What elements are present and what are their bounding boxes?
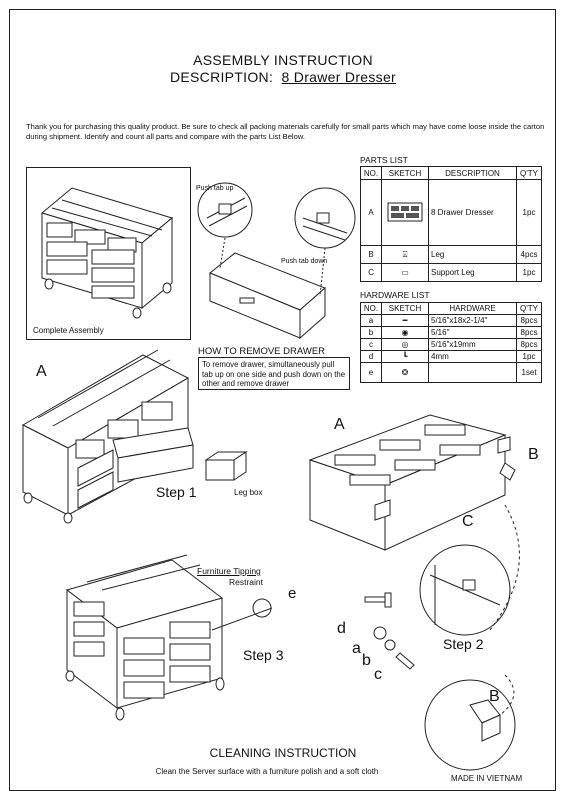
push-tab-down-label: Push tab down xyxy=(281,258,328,265)
parts-no: B xyxy=(360,245,382,264)
push-tab-up-label: Push tab up xyxy=(196,185,234,192)
hw-d-label: d xyxy=(337,620,346,637)
hw-a-label: a xyxy=(352,640,361,657)
complete-dresser-illustration xyxy=(40,187,174,319)
hardware-header-qty: Q'TY xyxy=(516,302,542,315)
step2-part-b2-label: B xyxy=(489,688,500,705)
hardware-qty: 1set xyxy=(516,362,542,383)
hardware-list-table: NO. SKETCH HARDWARE Q'TY a ━ 5/16"x18x2-… xyxy=(360,302,542,383)
hardware-header-sketch: SKETCH xyxy=(381,302,429,315)
parts-qty: 1pc xyxy=(516,263,542,282)
complete-assembly-caption: Complete Assembly xyxy=(33,326,104,335)
description-line: DESCRIPTION: 8 Drawer Dresser xyxy=(0,69,566,85)
step2-label: Step 2 xyxy=(443,636,484,652)
parts-description: 8 Drawer Dresser xyxy=(428,179,517,246)
step2-part-c-label: C xyxy=(462,513,474,530)
table-row: b ◉ 5/16" 8pcs xyxy=(360,326,542,339)
table-row: c ◎ 5/16"x19mm 8pcs xyxy=(360,338,542,351)
hw-e-label: e xyxy=(288,585,297,602)
table-row: A 8 Drawer Dresser 1pc xyxy=(360,179,542,246)
complete-assembly-box: Complete Assembly xyxy=(26,167,191,340)
dresser-sketch-icon xyxy=(381,179,429,246)
hardware-qty: 1pc xyxy=(516,350,542,363)
hardware-spec: 5/16" xyxy=(428,326,517,339)
cleaning-title: CLEANING INSTRUCTION xyxy=(209,746,357,760)
hardware-no: e xyxy=(360,362,382,383)
hardware-spec: 5/16"x18x2-1/4" xyxy=(428,314,517,327)
table-row: e ❂ 1set xyxy=(360,362,542,383)
hardware-spec: 5/16"x19mm xyxy=(428,338,517,351)
parts-header-sketch: SKETCH xyxy=(381,166,429,180)
hardware-qty: 8pcs xyxy=(516,338,542,351)
leg-sketch-icon: ⍓ xyxy=(381,245,429,264)
cleaning-text: Clean the Server surface with a furnitur… xyxy=(155,767,379,776)
step1-part-a-label: A xyxy=(36,363,47,380)
bolt-icon: ━ xyxy=(381,314,429,327)
how-to-remove-text: To remove drawer, simultaneously pull ta… xyxy=(198,357,350,390)
drawer-removal-illustration xyxy=(197,182,356,340)
lock-washer-icon: ◎ xyxy=(381,338,429,351)
hardware-list-title: HARDWARE LIST xyxy=(360,290,430,300)
parts-qty: 1pc xyxy=(516,179,542,246)
parts-list-title: PARTS LIST xyxy=(360,155,408,165)
parts-header-description: DESCRIPTION xyxy=(428,166,517,180)
made-in-label: MADE IN VIETNAM xyxy=(451,774,523,783)
step2-part-b-label: B xyxy=(528,446,539,463)
washer-icon: ◉ xyxy=(381,326,429,339)
allen-key-icon: ┗ xyxy=(381,350,429,363)
intro-text: Thank you for purchasing this quality pr… xyxy=(26,122,545,141)
how-to-remove-title: HOW TO REMOVE DRAWER xyxy=(198,346,326,357)
hardware-no: a xyxy=(360,314,382,327)
hardware-qty: 8pcs xyxy=(516,326,542,339)
step2-illustration xyxy=(308,414,520,771)
hardware-spec: 4mm xyxy=(428,350,517,363)
table-row: C ▭ Support Leg 1pc xyxy=(360,263,542,282)
description-value: 8 Drawer Dresser xyxy=(281,69,397,85)
parts-header-qty: Q'TY xyxy=(516,166,542,180)
tipping-restraint-icon: ❂ xyxy=(381,362,429,383)
hardware-header-no: NO. xyxy=(360,302,382,315)
parts-description: Support Leg xyxy=(428,263,517,282)
table-row: d ┗ 4mm 1pc xyxy=(360,350,542,363)
parts-header-no: NO. xyxy=(360,166,382,180)
hardware-no: b xyxy=(360,326,382,339)
restraint-label-line1: Furniture Tipping xyxy=(197,566,261,576)
step3-illustration xyxy=(65,554,273,721)
hardware-no: d xyxy=(360,350,382,363)
step2-part-a-label: A xyxy=(334,416,345,433)
table-row: B ⍓ Leg 4pcs xyxy=(360,245,542,264)
step1-label: Step 1 xyxy=(156,484,197,500)
restraint-label-line2: Restraint xyxy=(229,577,264,587)
parts-qty: 4pcs xyxy=(516,245,542,264)
parts-no: A xyxy=(360,179,382,246)
hardware-qty: 8pcs xyxy=(516,314,542,327)
step1-illustration xyxy=(21,349,248,524)
support-leg-sketch-icon: ▭ xyxy=(381,263,429,282)
page-title: ASSEMBLY INSTRUCTION xyxy=(193,52,373,68)
parts-description: Leg xyxy=(428,245,517,264)
leg-box-label: Leg box xyxy=(234,488,263,497)
parts-list-table: NO. SKETCH DESCRIPTION Q'TY A 8 Drawer D… xyxy=(360,166,542,282)
table-row: a ━ 5/16"x18x2-1/4" 8pcs xyxy=(360,314,542,327)
hardware-header-hardware: HARDWARE xyxy=(428,302,517,315)
hardware-spec xyxy=(428,362,517,383)
parts-no: C xyxy=(360,263,382,282)
hardware-no: c xyxy=(360,338,382,351)
page-border xyxy=(9,9,556,791)
description-label: DESCRIPTION: xyxy=(169,69,274,85)
hw-c-label: c xyxy=(374,666,382,683)
step3-label: Step 3 xyxy=(243,647,284,663)
hw-b-label: b xyxy=(362,652,371,669)
